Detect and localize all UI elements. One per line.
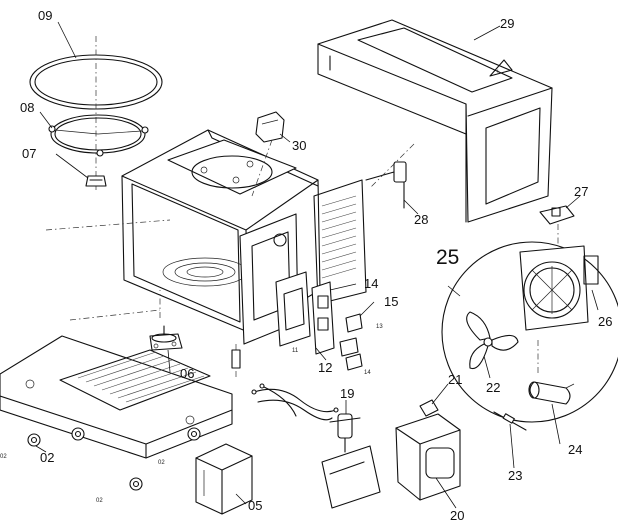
callout-12: 12 xyxy=(318,360,332,375)
part-24-capacitor xyxy=(528,381,575,405)
callout-22: 22 xyxy=(486,380,500,395)
part-27-switch xyxy=(539,205,575,225)
part-08-roller-guide xyxy=(48,114,149,157)
callout-08: 08 xyxy=(20,100,34,115)
part-30-bracket xyxy=(255,111,285,143)
part-25-fan-detail xyxy=(441,241,618,423)
callout-14: 14 xyxy=(364,276,378,291)
part-28-sensor xyxy=(365,161,407,209)
callout-02-edge: 02 xyxy=(0,454,7,460)
callout-21: 21 xyxy=(448,372,462,387)
callout-06: 06 xyxy=(180,366,194,381)
callout-28: 28 xyxy=(414,212,428,227)
callout-13: 13 xyxy=(376,324,383,330)
part-07-coupler xyxy=(85,175,107,187)
callout-19: 19 xyxy=(340,386,354,401)
part-29-outer-case: ! xyxy=(317,19,553,223)
callout-15: 15 xyxy=(384,294,398,309)
callout-27: 27 xyxy=(574,184,588,199)
callout-02-bottom: 02 xyxy=(96,498,103,504)
callout-11: 11 xyxy=(292,348,299,354)
callout-25: 25 xyxy=(436,246,459,269)
part-06-turntable-motor xyxy=(149,325,183,351)
callout-05: 05 xyxy=(248,498,262,513)
part-05-transformer xyxy=(195,443,253,515)
switch-cluster xyxy=(275,271,363,371)
callout-26: 26 xyxy=(598,314,612,329)
callout-07: 07 xyxy=(22,146,36,161)
callout-30: 30 xyxy=(292,138,306,153)
part-02-feet xyxy=(27,427,201,491)
callout-leaders xyxy=(35,21,599,509)
callout-14b: 14 xyxy=(364,370,371,376)
callout-02-left: 02 xyxy=(40,450,54,465)
base-plate xyxy=(0,335,233,459)
part-pin xyxy=(231,349,241,369)
part-20-magnetron xyxy=(321,399,461,509)
callout-23: 23 xyxy=(508,468,522,483)
callout-09: 09 xyxy=(38,8,52,23)
callout-02-mid: 02 xyxy=(158,460,165,466)
svg-text:!: ! xyxy=(497,70,499,76)
part-23-diode xyxy=(493,411,527,431)
callout-20: 20 xyxy=(450,508,464,522)
wire-harness xyxy=(251,383,339,421)
part-19-fuse xyxy=(329,413,361,453)
callout-24: 24 xyxy=(568,442,582,457)
callout-29: 29 xyxy=(500,16,514,31)
